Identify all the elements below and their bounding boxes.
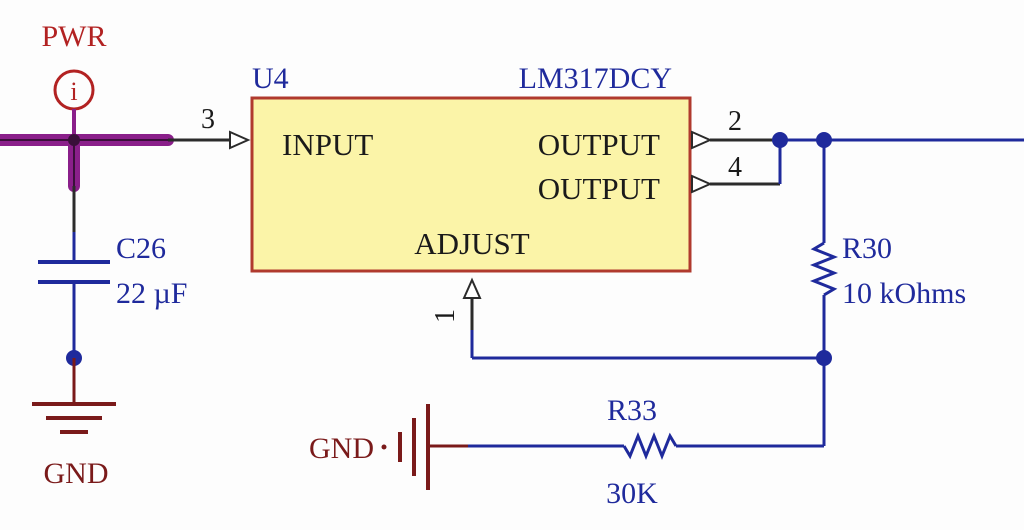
ic-ref: U4: [252, 62, 289, 95]
ic-pin-adjust-name: ADJUST: [414, 226, 529, 261]
pin-2-arrow-icon: [691, 130, 713, 150]
pin-4-number: 4: [728, 152, 742, 183]
gnd-left-label: GND: [44, 457, 109, 490]
ic-pin-input-name: INPUT: [282, 127, 373, 162]
power-port-symbol: i: [70, 77, 77, 106]
r33-value: 30K: [606, 477, 658, 510]
power-port-label: PWR: [41, 20, 106, 53]
resistor-zigzag-icon: [622, 431, 678, 461]
gnd-left[interactable]: GND: [32, 358, 116, 490]
power-bus[interactable]: [0, 134, 174, 192]
gnd-bottom[interactable]: GND: [309, 404, 430, 490]
ic-body: [250, 96, 692, 273]
pin-3-arrow-icon: [229, 130, 251, 150]
pin-3-wire[interactable]: 3: [168, 104, 251, 150]
r33-ref: R33: [607, 394, 657, 427]
pin-1-arrow-icon: [462, 277, 482, 299]
resistor-r30[interactable]: R30 10 kOhms: [809, 140, 966, 366]
r30-ref: R30: [842, 232, 892, 265]
ic-pin-output-b-name: OUTPUT: [538, 171, 660, 206]
ic-pin-output-a-name: OUTPUT: [538, 127, 660, 162]
ic-part: LM317DCY: [519, 62, 672, 95]
pin-4-arrow-icon: [691, 174, 713, 194]
junction-dot: [772, 132, 788, 148]
r30-value: 10 kOhms: [842, 277, 966, 310]
ic-u4[interactable]: U4 LM317DCY INPUT OUTPUT OUTPUT ADJUST: [250, 62, 692, 273]
c26-ref: C26: [116, 232, 166, 265]
power-port-circle-icon: i: [53, 69, 95, 111]
gnd-bottom-label: GND: [309, 432, 374, 465]
output-net[interactable]: [772, 132, 1024, 148]
pin-2-number: 2: [728, 106, 742, 137]
c26-value: 22 µF: [116, 277, 187, 310]
adjust-net[interactable]: 1: [430, 277, 824, 360]
resistor-r33[interactable]: R33 30K: [428, 358, 826, 510]
output-pins[interactable]: 2 4: [691, 106, 782, 194]
ground-icon: [32, 402, 116, 434]
resistor-zigzag-icon: [809, 241, 839, 297]
capacitor-c26[interactable]: C26 22 µF: [38, 186, 187, 366]
pin-3-number: 3: [201, 104, 215, 135]
power-port[interactable]: PWR i: [41, 20, 107, 140]
ground-icon: [381, 404, 430, 490]
pin-1-number: 1: [430, 309, 461, 323]
